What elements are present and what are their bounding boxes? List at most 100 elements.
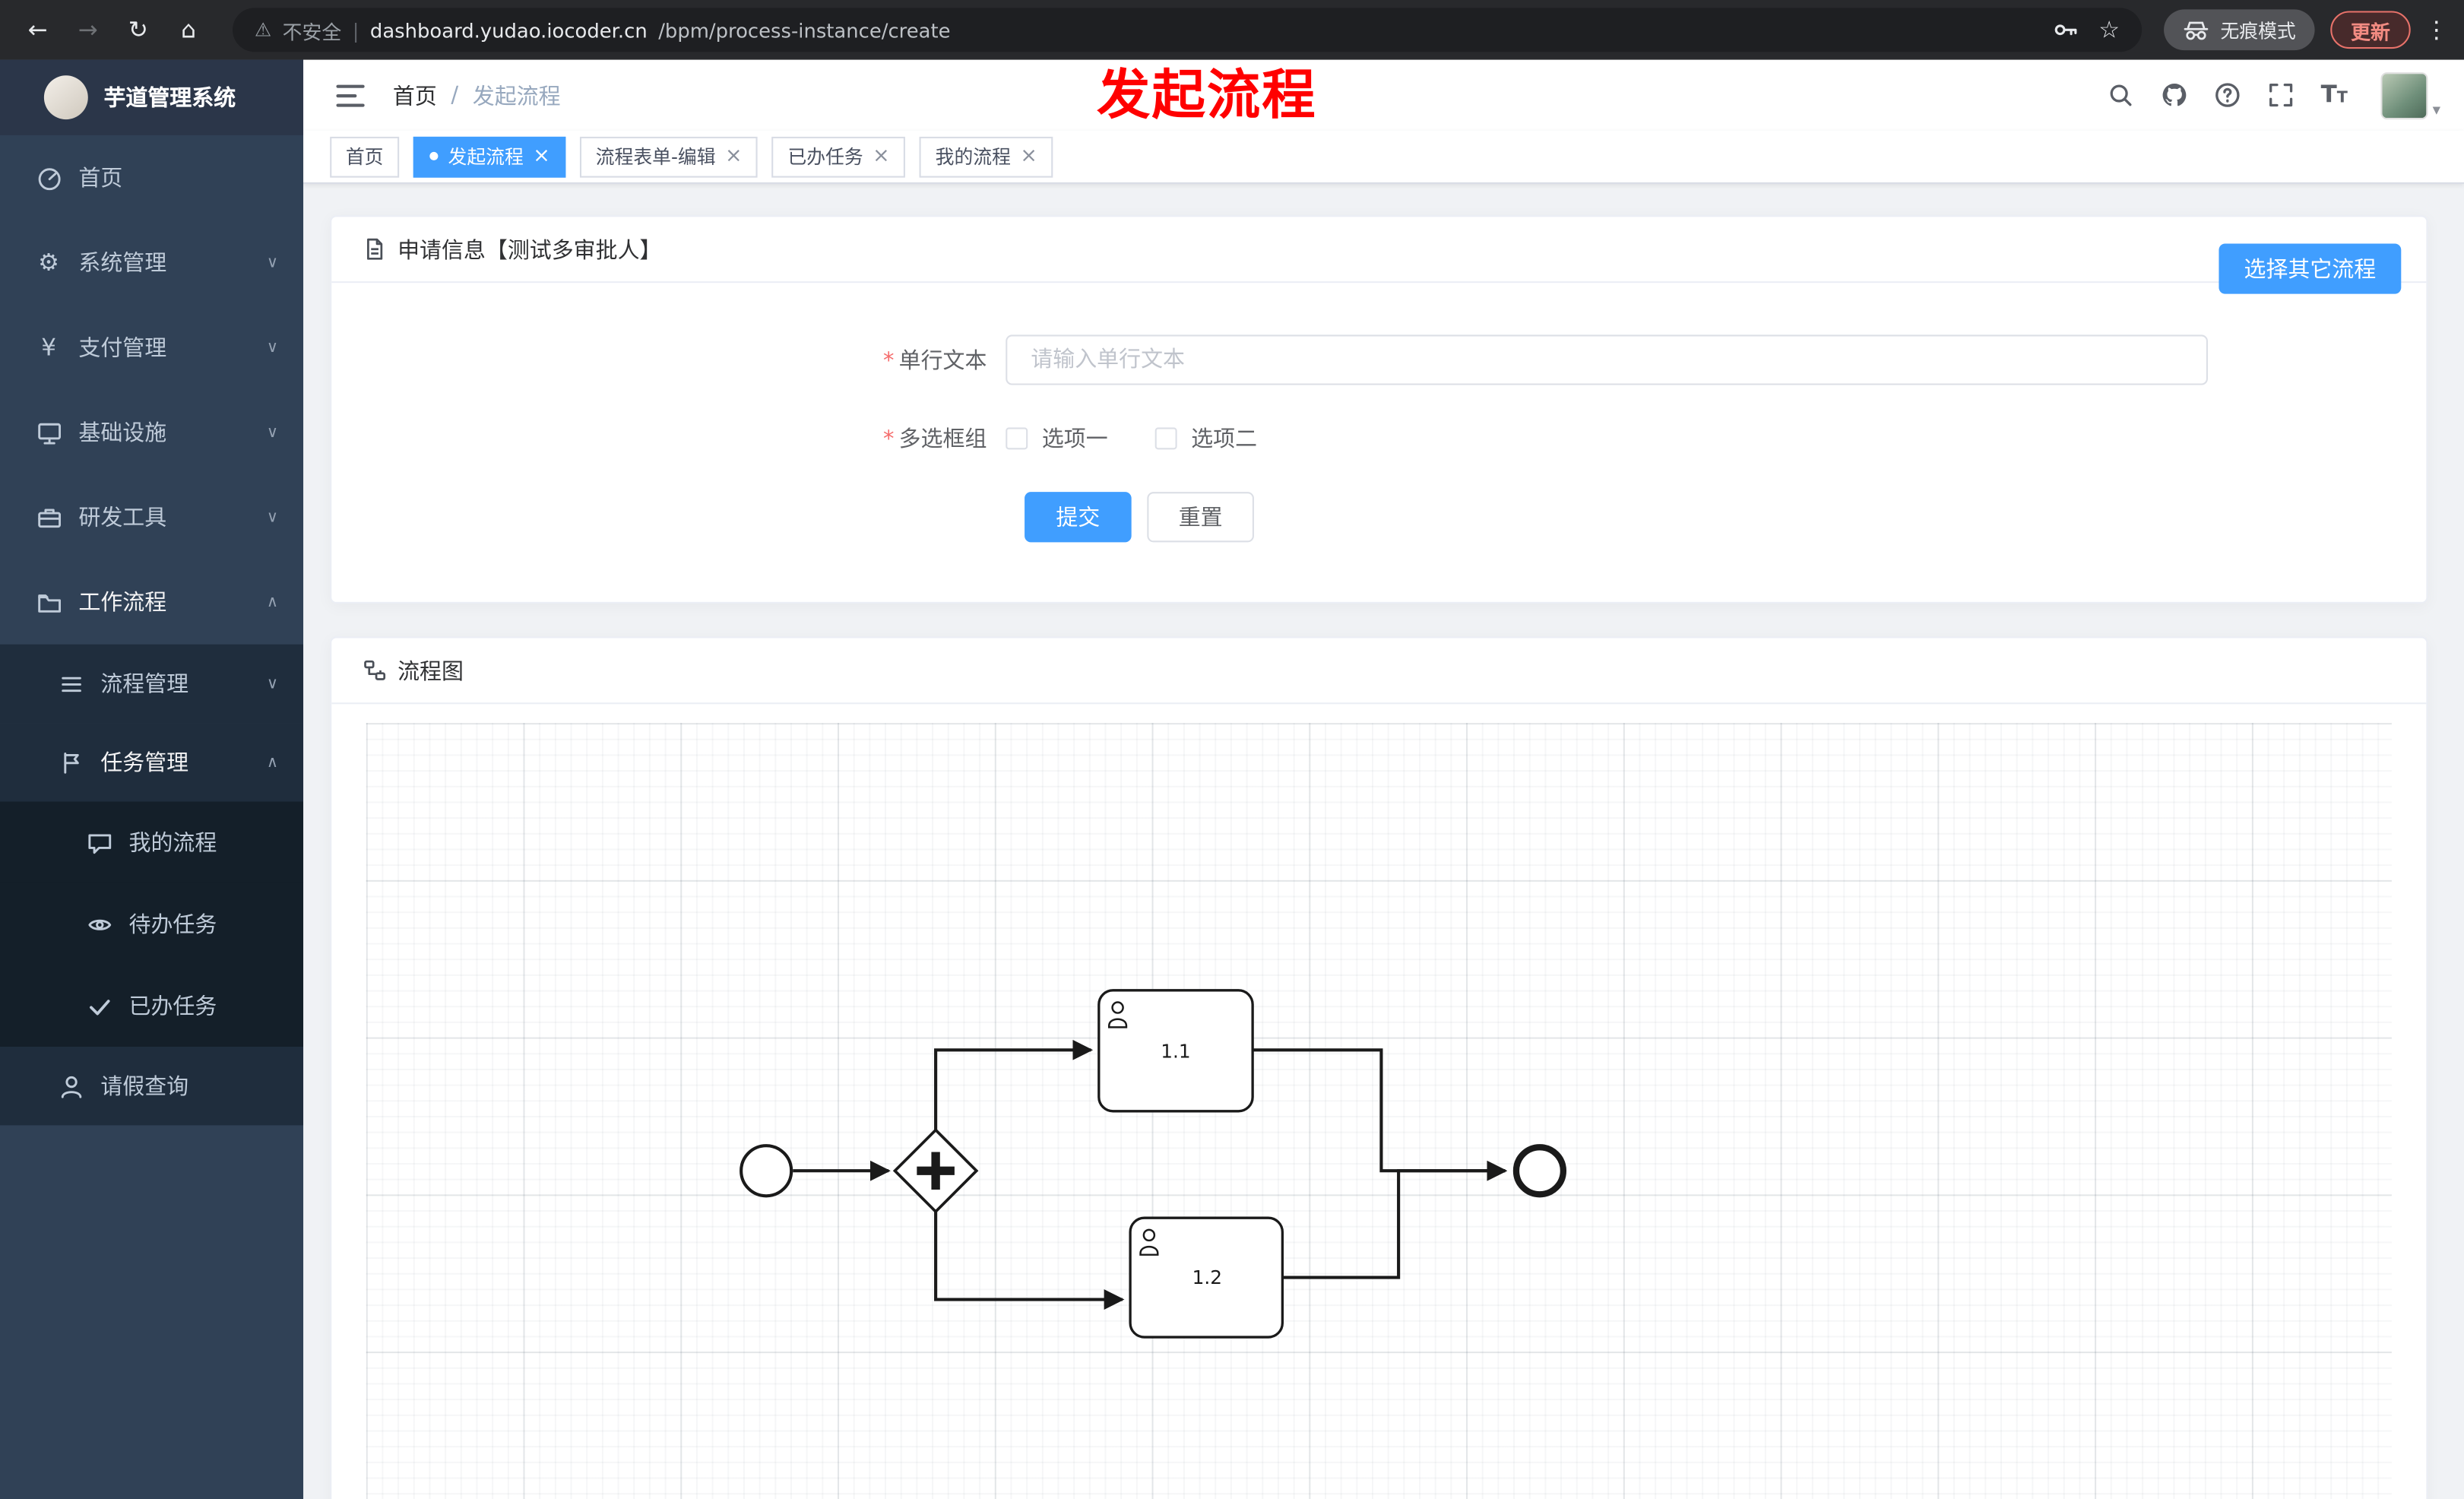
caret-down-icon: ▾	[2432, 101, 2440, 119]
close-icon[interactable]: ×	[1020, 144, 1037, 169]
flow-gateway-to-task2	[934, 1211, 1125, 1310]
user-icon	[1108, 1001, 1128, 1028]
breadcrumb: 首页 / 发起流程	[393, 79, 561, 110]
chat-icon	[82, 829, 116, 856]
breadcrumb-home[interactable]: 首页	[392, 84, 437, 109]
submit-button[interactable]: 提交	[1025, 492, 1132, 543]
back-icon[interactable]: ←	[27, 15, 48, 44]
chevron-up-icon: ∧	[266, 753, 278, 772]
browser-menu-icon[interactable]: ⋮	[2424, 15, 2449, 44]
sidebar-item-home[interactable]: 首页	[0, 135, 303, 220]
sidebar-item-label: 流程管理	[100, 672, 189, 699]
browser-update-button[interactable]: 更新	[2330, 11, 2411, 49]
app-title: 芋道管理系统	[103, 86, 236, 112]
home-icon[interactable]: ⌂	[181, 15, 196, 44]
close-icon[interactable]: ×	[873, 144, 890, 169]
browser-toolbar: ← → ↻ ⌂ ⚠ 不安全 | dashboard.yudao.iocoder.…	[0, 0, 2464, 60]
address-bar[interactable]: ⚠ 不安全 | dashboard.yudao.iocoder.cn/bpm/p…	[233, 8, 2143, 52]
single-line-text-input[interactable]	[1006, 334, 2208, 385]
eye-icon	[82, 911, 116, 937]
sidebar-item-my-process[interactable]: 我的流程	[0, 801, 304, 883]
list-icon	[53, 670, 87, 697]
tags-view-bar: 首页 ● 发起流程 × 流程表单-编辑 × 已办任务 × 我的流程 ×	[303, 130, 2464, 184]
sequence-flows	[793, 1039, 1508, 1310]
sidebar-logo[interactable]: 芋道管理系统	[0, 59, 304, 135]
checkbox-icon[interactable]	[1006, 427, 1028, 450]
checkbox-group-row: *多选框组 选项一 选项二	[331, 423, 2426, 454]
sidebar-item-infrastructure[interactable]: 基础设施 ∨	[0, 390, 303, 475]
chevron-down-icon: ∨	[266, 253, 278, 271]
sidebar-item-devtools[interactable]: 研发工具 ∨	[0, 474, 303, 559]
not-secure-label: 不安全	[282, 19, 342, 43]
form-actions: 提交 重置	[1025, 492, 2426, 543]
user-menu[interactable]: ▾	[2380, 71, 2440, 119]
dashboard-icon	[31, 164, 65, 191]
bookmark-star-icon[interactable]: ☆	[2098, 15, 2120, 44]
tab-label: 首页	[345, 146, 384, 169]
required-marker: *	[882, 349, 895, 375]
checkbox-option-2[interactable]: 选项二	[1154, 423, 1257, 454]
sidebar-item-payment[interactable]: ¥ 支付管理 ∨	[0, 305, 303, 390]
page-content: 申请信息【测试多审批人】 选择其它流程 *单行文本 *多选框组 选项一	[303, 184, 2464, 1499]
sidebar-item-label: 工作流程	[78, 591, 167, 616]
end-event-node	[1512, 1144, 1567, 1198]
sidebar-item-todo-task[interactable]: 待办任务	[0, 883, 304, 965]
help-icon[interactable]	[2214, 82, 2241, 109]
incognito-badge: 无痕模式	[2164, 9, 2315, 51]
checkbox-icon[interactable]	[1154, 427, 1177, 450]
chevron-down-icon: ∨	[266, 338, 278, 357]
sidebar-item-process-mgmt[interactable]: 流程管理 ∨	[0, 644, 304, 724]
sidebar-item-system[interactable]: ⚙ 系统管理 ∨	[0, 220, 303, 305]
reset-button[interactable]: 重置	[1147, 492, 1254, 543]
reload-icon[interactable]: ↻	[128, 15, 148, 44]
text-field-row: *单行文本	[331, 334, 2426, 385]
tab-form-edit[interactable]: 流程表单-编辑 ×	[580, 135, 759, 177]
checkbox-label: 选项一	[1041, 427, 1108, 453]
incognito-label: 无痕模式	[2220, 19, 2296, 42]
diagram-body: 1.1 1.2	[331, 704, 2426, 1499]
tab-home[interactable]: 首页	[330, 135, 400, 177]
chevron-down-icon: ∨	[266, 508, 278, 526]
avatar[interactable]	[2380, 71, 2428, 119]
choose-other-process-button[interactable]: 选择其它流程	[2219, 243, 2402, 294]
checkbox-option-1[interactable]: 选项一	[1006, 423, 1108, 454]
omnibox-divider: |	[352, 17, 359, 42]
user-task-1-node: 1.1	[1097, 989, 1254, 1113]
fullscreen-icon[interactable]	[2267, 82, 2294, 109]
bpmn-canvas[interactable]: 1.1 1.2	[366, 723, 2392, 1499]
sidebar-item-workflow[interactable]: 工作流程 ∧	[0, 559, 303, 645]
flag-icon	[53, 749, 87, 775]
task-submenu: 我的流程 待办任务 已办任务	[0, 801, 304, 1047]
sidebar-item-task-mgmt[interactable]: 任务管理 ∧	[0, 723, 304, 802]
sidebar-item-label: 待办任务	[128, 913, 217, 939]
tab-my-process[interactable]: 我的流程 ×	[919, 135, 1053, 177]
sidebar-collapse-icon[interactable]	[336, 84, 365, 106]
sidebar-item-done-task[interactable]: 已办任务	[0, 965, 304, 1047]
url-domain: dashboard.yudao.iocoder.cn	[369, 17, 648, 42]
parallel-gateway-node	[892, 1127, 979, 1214]
sidebar-item-label: 首页	[78, 166, 123, 192]
check-icon	[82, 993, 116, 1019]
search-icon[interactable]	[2107, 82, 2133, 109]
github-icon[interactable]	[2161, 82, 2187, 109]
close-icon[interactable]: ×	[533, 144, 550, 169]
monitor-icon	[31, 419, 65, 445]
start-event-node	[740, 1144, 793, 1198]
yen-icon: ¥	[41, 333, 56, 362]
tab-done-task[interactable]: 已办任务 ×	[771, 135, 906, 177]
chevron-down-icon: ∨	[266, 423, 278, 441]
password-key-icon[interactable]	[2051, 17, 2076, 43]
leave-query-wrap: 请假查询	[0, 1047, 304, 1126]
field-label: *多选框组	[331, 423, 1006, 454]
sidebar-item-label: 我的流程	[128, 831, 217, 857]
sidebar-item-leave-query[interactable]: 请假查询	[0, 1047, 304, 1126]
tab-create-process[interactable]: ● 发起流程 ×	[413, 135, 566, 177]
sidebar-item-label: 支付管理	[78, 336, 167, 362]
flow-task2-to-end	[1282, 1160, 1508, 1279]
sidebar-item-label: 基础设施	[78, 421, 167, 447]
forward-icon[interactable]: →	[78, 15, 98, 44]
close-icon[interactable]: ×	[724, 144, 743, 169]
